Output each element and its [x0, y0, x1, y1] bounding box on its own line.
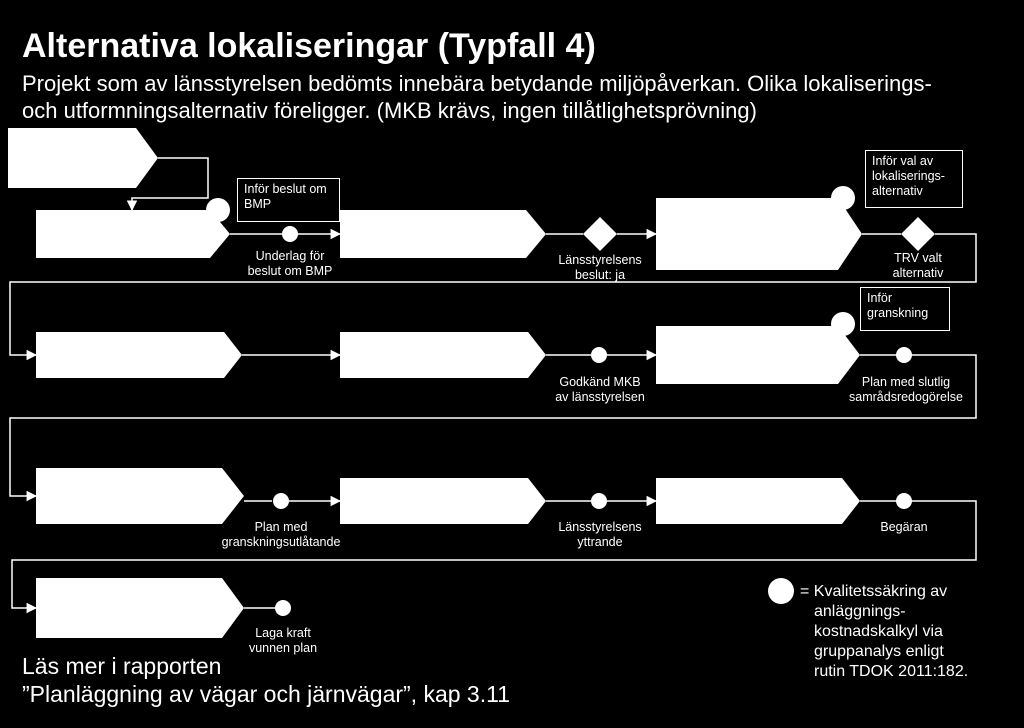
- label-begaran: Begäran: [880, 520, 928, 534]
- legend-line: kostnadskalkyl via: [814, 623, 943, 640]
- step-row4-1: [36, 578, 244, 638]
- quality-check-circle: [206, 198, 230, 222]
- legend: = Kvalitetssäkring av anläggnings- kostn…: [800, 582, 968, 682]
- step-row3-1: [36, 468, 244, 524]
- start-step: [8, 128, 158, 188]
- step-row2-2: [340, 332, 546, 378]
- decision-diamond: [583, 217, 617, 251]
- note-infor-val-lokalisering: Inför val av lokaliserings-alternativ: [865, 150, 963, 208]
- footer-reference: Läs mer i rapporten ”Planläggning av väg…: [22, 652, 510, 708]
- row-wrap-connector: [9, 354, 977, 502]
- note-infor-granskning: Inför granskning: [860, 287, 950, 331]
- step-row2-3: [656, 326, 860, 384]
- legend-circle: [768, 578, 794, 604]
- row-wrap-connector: [9, 233, 977, 361]
- page-subtitle: Projekt som av länsstyrelsen bedömts inn…: [22, 70, 982, 124]
- footer-line-2: ”Planläggning av vägar och järnvägar”, k…: [22, 681, 510, 707]
- decision-diamond: [901, 217, 935, 251]
- milestone-plan-granskning: [273, 493, 289, 509]
- milestone-underlag-bmp: [282, 226, 298, 242]
- legend-line: rutin TDOK 2011:182.: [814, 663, 969, 680]
- step-row2-1: [36, 332, 242, 378]
- note-infor-beslut-bmp: Inför beslut om BMP: [237, 178, 340, 222]
- footer-line-1: Läs mer i rapporten: [22, 653, 222, 679]
- step-row3-3: [656, 478, 860, 524]
- subtitle-line-2: och utformningsalternativ föreligger. (M…: [22, 98, 757, 123]
- legend-line: gruppanalys enligt: [814, 643, 944, 660]
- milestone-laga-kraft: [275, 600, 291, 616]
- milestone-lansstyrelsens-yttrande: [591, 493, 607, 509]
- milestone-plan-slutlig: [896, 347, 912, 363]
- step-row1-2: [340, 210, 546, 258]
- start-loop-connector: [126, 157, 209, 212]
- step-row1-3: [656, 198, 862, 270]
- page-title: Alternativa lokaliseringar (Typfall 4): [22, 27, 596, 65]
- step-row1-1: [36, 210, 230, 258]
- legend-line: anläggnings-: [814, 603, 906, 620]
- quality-check-circle: [831, 186, 855, 210]
- row-wrap-connector: [11, 500, 977, 614]
- legend-line: = Kvalitetssäkring av: [800, 583, 948, 600]
- milestone-begaran: [896, 493, 912, 509]
- step-row3-2: [340, 478, 546, 524]
- subtitle-line-1: Projekt som av länsstyrelsen bedömts inn…: [22, 71, 932, 96]
- quality-check-circle: [831, 312, 855, 336]
- milestone-godkand-mkb: [591, 347, 607, 363]
